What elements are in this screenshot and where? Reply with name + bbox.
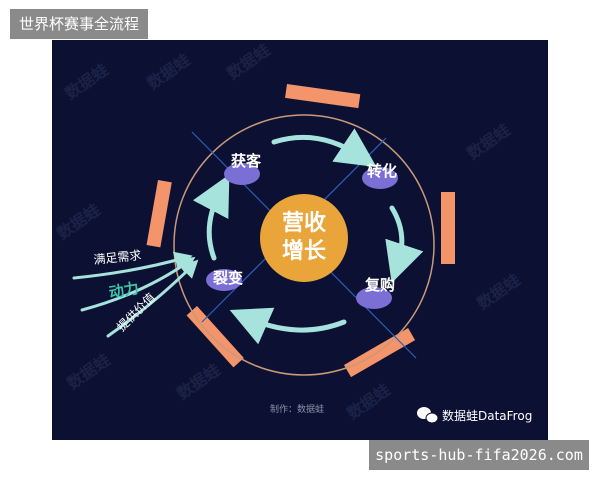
- node-label-repurchase: 复购: [364, 276, 395, 294]
- watermark-text: 数据蛙: [61, 60, 111, 103]
- wechat-icon: [417, 407, 439, 424]
- driver-arrow: [72, 251, 193, 280]
- node-repurchase: 复购: [356, 276, 395, 309]
- page-title: 世界杯赛事全流程: [10, 9, 149, 39]
- watermark-text: 数据蛙: [63, 350, 113, 393]
- watermark-text: 数据蛙: [53, 200, 103, 243]
- watermark-text: 数据蛙: [343, 380, 393, 423]
- node-label-acquire: 获客: [231, 152, 262, 170]
- flow-arrows: [192, 128, 424, 345]
- center-circle: [260, 194, 348, 282]
- credit-text: 制作：数据蛙: [270, 403, 324, 415]
- brand-text: 数据蛙DataFrog: [442, 408, 532, 423]
- watermark-text: 数据蛙: [223, 40, 273, 83]
- ring-segment: [285, 84, 361, 109]
- driver-arrows: [72, 251, 199, 338]
- driver-label-power: 动力: [108, 279, 141, 302]
- watermark-text: 数据蛙: [463, 120, 513, 163]
- node-convert: 转化: [362, 162, 398, 189]
- node-fission: 裂变: [206, 269, 243, 291]
- center-label-line1: 营收: [282, 210, 326, 236]
- ring-segment: [441, 192, 455, 264]
- center-label-line2: 增长: [282, 238, 327, 264]
- driver-label-demand: 满足需求: [93, 248, 142, 267]
- node-ellipse: [362, 167, 398, 189]
- diagram-canvas: 数据蛙 数据蛙 数据蛙 数据蛙 数据蛙 数据蛙 数据蛙 数据蛙 数据蛙: [53, 40, 532, 424]
- arrow-acquire-convert: [271, 128, 377, 168]
- ring-segment: [344, 328, 416, 378]
- node-ellipse: [224, 163, 260, 185]
- node-ellipse: [356, 287, 392, 309]
- node-ellipse: [206, 269, 242, 291]
- arrow-convert-repurchase: [385, 205, 424, 283]
- node-label-convert: 转化: [367, 162, 397, 180]
- arrow-fission-acquire: [192, 174, 230, 261]
- node-label-fission: 裂变: [212, 269, 243, 287]
- outer-ring: [173, 114, 435, 376]
- watermark-text: 数据蛙: [173, 360, 223, 403]
- source-url: sports-hub-fifa2026.com: [369, 440, 589, 470]
- brand-mark: 数据蛙DataFrog: [417, 407, 532, 424]
- driver-arrow: [80, 256, 196, 312]
- node-acquire: 获客: [224, 152, 262, 185]
- ring-segment: [146, 180, 172, 248]
- watermark-text: 数据蛙: [143, 50, 193, 93]
- watermark-text: 数据蛙: [473, 270, 523, 313]
- driver-arrow: [106, 259, 199, 338]
- growth-cycle-diagram: 数据蛙 数据蛙 数据蛙 数据蛙 数据蛙 数据蛙 数据蛙 数据蛙 数据蛙: [52, 40, 548, 440]
- arrow-repurchase-fission: [229, 307, 347, 345]
